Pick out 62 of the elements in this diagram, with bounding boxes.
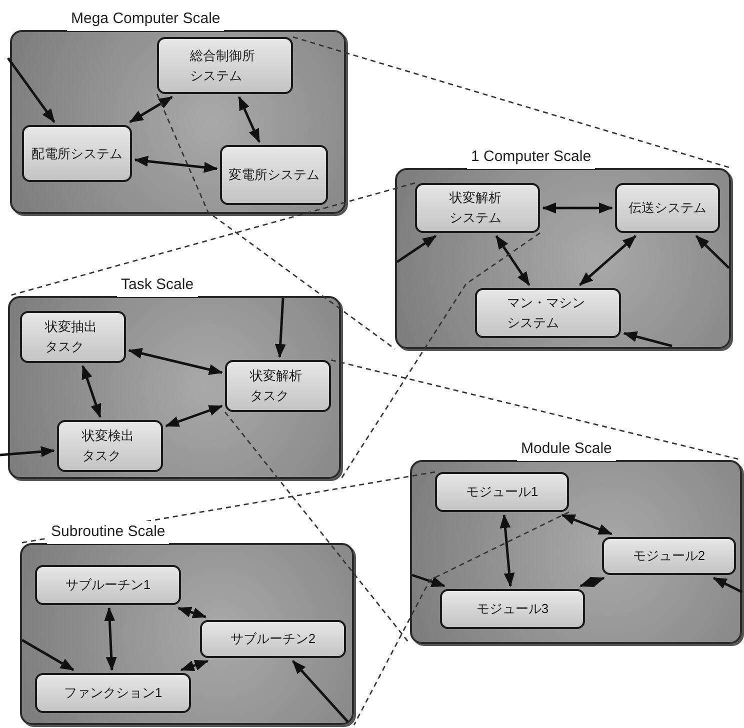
process-box: [615, 183, 720, 233]
process-box: [220, 145, 328, 205]
dashed-line: [353, 511, 570, 726]
double-arrow: [180, 660, 209, 672]
box-label: 配電所システム: [32, 144, 122, 162]
box-label: モジュール3: [476, 600, 549, 618]
box-label: 状変解析タスク: [250, 367, 303, 405]
dashed-line: [292, 36, 732, 169]
double-arrow: [579, 576, 605, 588]
box-label: モジュール2: [632, 547, 706, 565]
process-box: [225, 360, 331, 412]
double-arrow: [561, 514, 613, 536]
box-label: サブルーチン2: [230, 630, 316, 648]
process-box: [200, 620, 346, 658]
process-box: [157, 37, 293, 94]
box-label: 伝送システム: [628, 199, 706, 217]
arrow: [396, 234, 437, 264]
arrow: [412, 574, 446, 588]
arrow: [274, 298, 286, 358]
double-arrow: [500, 514, 515, 587]
double-arrow: [542, 202, 613, 214]
double-arrow: [495, 235, 530, 286]
box-label: 状変解析システム: [450, 189, 502, 227]
box-label: 総合制御所システム: [190, 46, 256, 84]
dashed-line: [20, 471, 436, 544]
process-box: [35, 673, 191, 713]
dashed-line: [156, 94, 396, 350]
process-box: [35, 565, 181, 605]
arrow: [695, 235, 730, 269]
arrow: [0, 446, 55, 458]
box-label: ファンクション1: [64, 684, 162, 702]
process-box: [440, 589, 585, 629]
double-arrow: [128, 348, 223, 375]
arrow: [21, 638, 74, 672]
double-arrow: [165, 404, 223, 428]
process-box: [20, 311, 126, 363]
arrow: [623, 331, 672, 348]
arrow: [292, 660, 349, 723]
box-label: 変電所システム: [228, 166, 320, 184]
arrow: [712, 576, 743, 594]
process-box: [22, 125, 132, 182]
arrow: [6, 57, 56, 123]
box-label: モジュール1: [466, 483, 538, 501]
process-box: [475, 288, 621, 338]
double-arrow: [177, 606, 207, 618]
double-arrow: [82, 365, 102, 418]
dashed-line: [340, 232, 540, 480]
box-label: 状変抽出タスク: [45, 318, 98, 356]
box-label: マン・マシンシステム: [507, 294, 586, 332]
double-arrow: [104, 607, 117, 671]
dashed-line: [224, 412, 411, 644]
process-box: [415, 183, 540, 233]
panel-title: Subroutine Scale: [47, 521, 170, 544]
process-box: [57, 420, 163, 472]
box-label: サブルーチン1: [65, 576, 151, 594]
double-arrow: [129, 96, 173, 124]
double-arrow: [238, 96, 260, 143]
process-box: [602, 537, 736, 575]
double-arrow: [134, 156, 218, 173]
process-box: [435, 472, 569, 512]
double-arrow: [579, 235, 636, 286]
box-label: 状変検出タスク: [82, 427, 135, 465]
